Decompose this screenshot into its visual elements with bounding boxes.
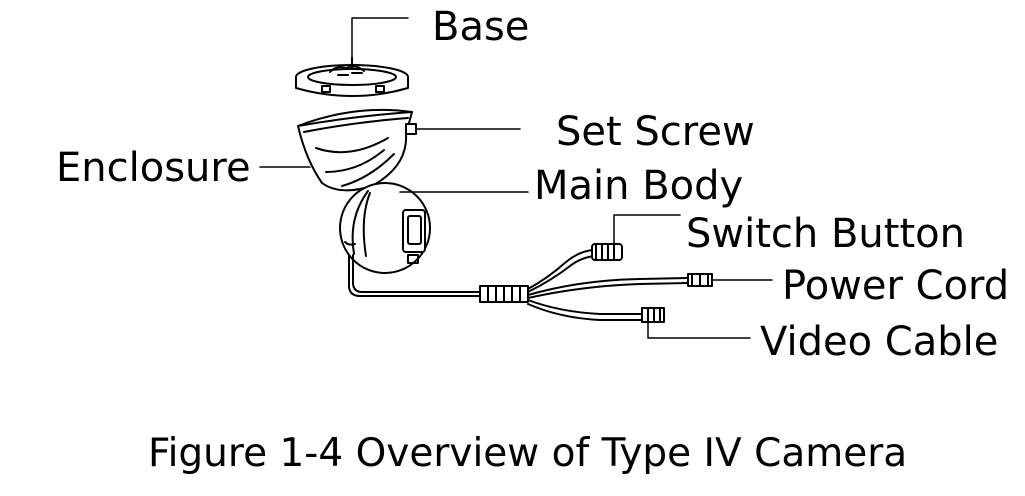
label-power-cord: Power Cord	[782, 263, 1010, 309]
main-body-part	[339, 182, 431, 274]
label-main-body: Main Body	[534, 163, 744, 209]
figure-caption: Figure 1-4 Overview of Type IV Camera	[148, 431, 908, 476]
cable-assembly	[348, 243, 713, 323]
enclosure-part	[297, 108, 417, 192]
leader-lines	[259, 17, 773, 339]
label-enclosure: Enclosure	[56, 145, 251, 191]
label-set-screw: Set Screw	[556, 109, 755, 155]
label-base: Base	[432, 4, 530, 50]
label-switch-button: Switch Button	[686, 211, 965, 257]
label-video-cable: Video Cable	[760, 319, 999, 365]
base-part	[295, 57, 409, 97]
